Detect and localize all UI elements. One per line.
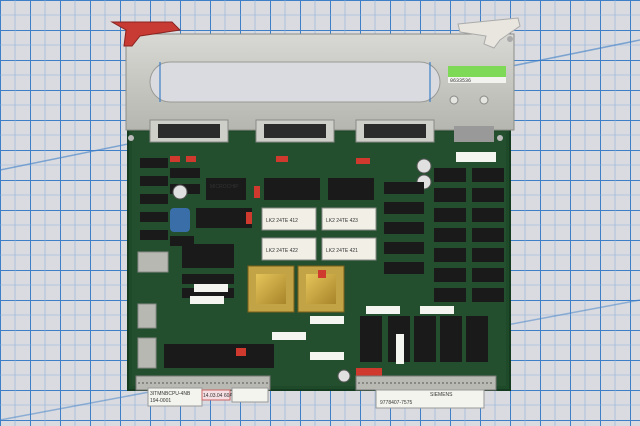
capacitors bbox=[170, 158, 432, 383]
right-ejector-latch bbox=[457, 17, 521, 49]
crystal-oscillator bbox=[137, 251, 169, 273]
sticker-right-serial: 9778407-7575 bbox=[380, 400, 412, 406]
memory-bank bbox=[360, 168, 504, 362]
white-labels bbox=[190, 152, 496, 364]
left-ejector-latch bbox=[110, 21, 182, 47]
eprom-label-2: LK2 24TE 423 bbox=[326, 218, 358, 224]
backplane-connectors bbox=[135, 375, 497, 391]
eprom-label-4: LK2 24TE 421 bbox=[326, 248, 358, 254]
sticker-left-sub: 194-0001 bbox=[150, 398, 171, 404]
eprom-chips: LK2 24TE 412 LK2 24TE 423 LK2 24TE 422 L… bbox=[261, 207, 377, 261]
eprom-label-1: LK2 24TE 412 bbox=[266, 218, 298, 224]
sticker-left-text: 3ITMNBCPU-4NB bbox=[150, 391, 191, 397]
dsub-connectors bbox=[149, 119, 494, 143]
asset-tag-text: 0633536 bbox=[450, 78, 471, 84]
bottom-stickers: 3ITMNBCPU-4NB 194-0001 14.03.04 60A SIEM… bbox=[147, 387, 485, 409]
microcontroller-chips: MICROCHIP bbox=[164, 178, 374, 368]
sticker-red-text: 14.03.04 60A bbox=[203, 393, 233, 399]
sticker-right-top: SIEMENS bbox=[430, 392, 453, 398]
asset-tag: 0633536 bbox=[448, 66, 506, 84]
chip-brand-label: MICROCHIP bbox=[210, 184, 239, 190]
eprom-label-3: LK2 24TE 422 bbox=[266, 248, 298, 254]
